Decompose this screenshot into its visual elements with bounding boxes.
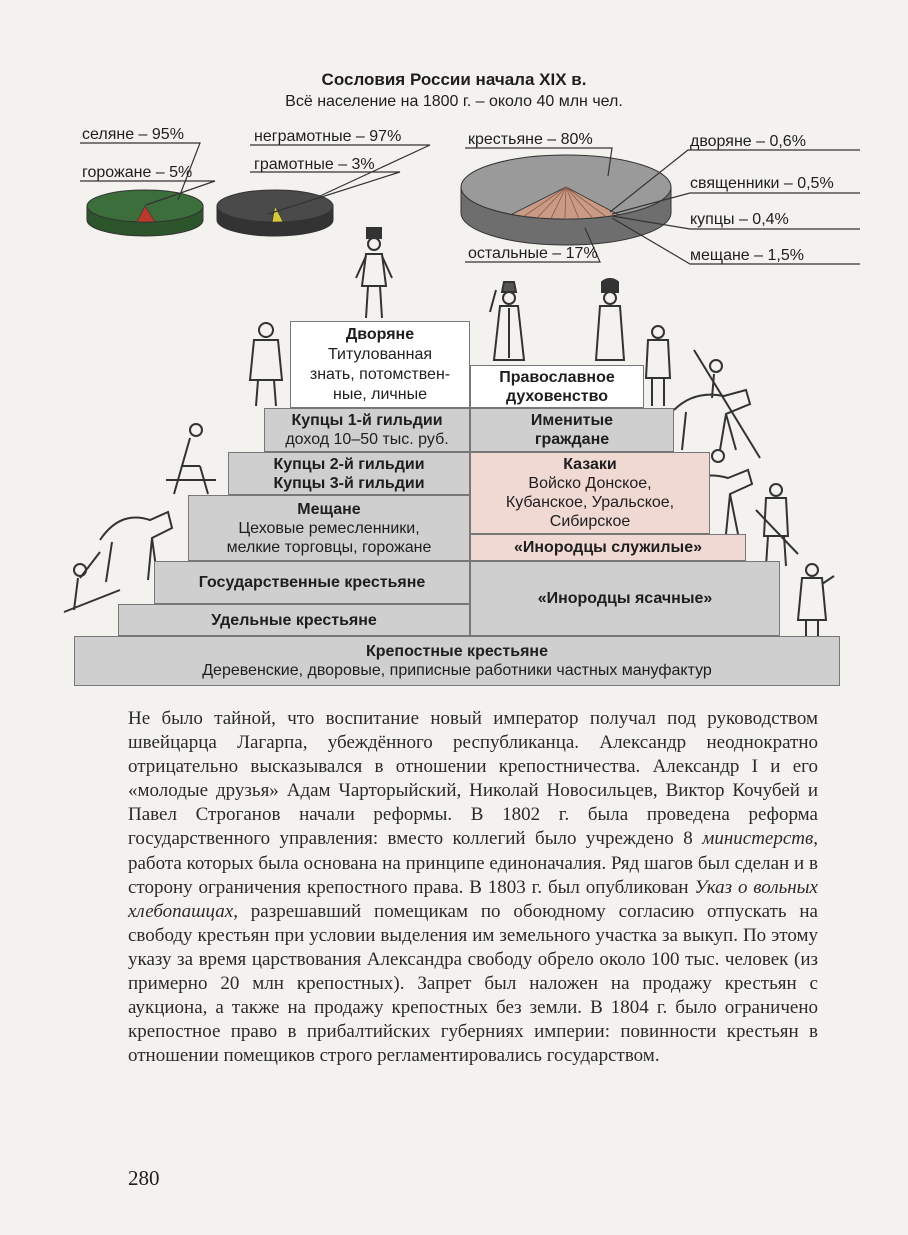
meshchane-line1: Цеховые ремесленники, xyxy=(238,519,420,537)
block-honorary-citizens: Именитые граждане xyxy=(470,408,674,452)
block-state-peasants: Государственные крестьяне xyxy=(154,561,470,604)
label-others: остальные – 17% xyxy=(468,245,598,262)
term-ministries: министерств xyxy=(702,828,814,850)
pie-slice-others-stripes xyxy=(523,186,607,220)
body-text-part-1: Не было тайной, что воспитание новый имп… xyxy=(128,708,818,850)
merchants1-detail: доход 10–50 тыс. руб. xyxy=(285,431,449,448)
pie-slice-literate xyxy=(271,205,284,223)
nobles-title: Дворяне xyxy=(345,325,415,343)
label-merchants: купцы – 0,4% xyxy=(690,211,789,228)
state-peasants-label: Государственные крестьяне xyxy=(198,574,426,591)
pie-slice-urban xyxy=(136,205,156,223)
chart-subtitle: Всё население на 1800 г. – около 40 млн … xyxy=(285,93,623,110)
honorary-line1: Именитые xyxy=(530,412,614,429)
meshchane-line2: мелкие торговцы, горожане xyxy=(226,538,432,556)
noble-figure-icon xyxy=(355,227,393,319)
page-number: 280 xyxy=(128,1166,160,1190)
label-literate: грамотные – 3% xyxy=(254,156,375,173)
cossacks-line3: Сибирское xyxy=(549,513,631,530)
body-text: Не было тайной, что воспитание новый имп… xyxy=(128,707,818,1068)
cossack-rider-icon xyxy=(673,349,761,459)
craftsman-figure-icon xyxy=(166,423,216,495)
nobles-line1: Титулованная xyxy=(327,345,433,363)
serfs-detail: Деревенские, дворовые, приписные работни… xyxy=(202,662,712,679)
label-illiterate: неграмотные – 97% xyxy=(254,128,402,145)
body-text-part-5: , разрешавший помещикам по обоюдному сог… xyxy=(128,900,818,1067)
meshchane-title: Мещане xyxy=(297,500,361,518)
block-cossacks: Казаки Войско Донское, Кубанское, Уральс… xyxy=(470,452,710,534)
honorary-line2: граждане xyxy=(534,431,610,448)
label-nobles: дворяне – 0,6% xyxy=(690,133,806,150)
label-clergy: священники – 0,5% xyxy=(690,175,834,192)
cossacks-title: Казаки xyxy=(563,456,617,473)
pie-estates xyxy=(460,154,672,246)
pie-settlement xyxy=(86,189,204,237)
block-merchants-2-3: Купцы 2-й гильдии Купцы 3-й гильдии xyxy=(228,452,470,495)
monk-figure-icon xyxy=(594,278,626,361)
term-free-farmers-decree: Указ о вольных хлебопашцах xyxy=(128,876,818,922)
block-meshchane: Мещане Цеховые ремесленники, мелкие торг… xyxy=(188,495,470,561)
body-paragraph: Не было тайной, что воспитание новый имп… xyxy=(128,707,818,1068)
label-rural: селяне – 95% xyxy=(82,126,184,143)
block-inorodtsy-service: «Инородцы служилые» xyxy=(470,534,746,561)
block-serfs: Крепостные крестьяне Деревенские, дворов… xyxy=(74,636,840,686)
chart-title: Сословия России начала XIX в. xyxy=(321,70,587,89)
block-appanage-peasants: Удельные крестьяне xyxy=(118,604,470,636)
clergy-line2: духовенство xyxy=(505,387,609,405)
cossacks-line2: Кубанское, Уральское, xyxy=(505,494,675,511)
cossacks-line1: Войско Донское, xyxy=(528,475,652,492)
pie-charts xyxy=(80,142,860,265)
label-peasants: крестьяне – 80% xyxy=(468,131,593,148)
merchants1-title: Купцы 1-й гильдии xyxy=(291,412,443,429)
hunter-figure-icon xyxy=(755,483,799,567)
inorodtsy-yasak-label: «Инородцы ясачные» xyxy=(537,590,713,607)
appanage-peasants-label: Удельные крестьяне xyxy=(211,611,377,629)
native-figure-icon xyxy=(796,563,835,638)
serfs-title: Крепостные крестьяне xyxy=(365,643,548,660)
clergy-line1: Православное xyxy=(499,368,615,386)
priest-figure-icon xyxy=(489,281,526,361)
label-urban: горожане – 5% xyxy=(82,164,193,181)
block-merchants-1: Купцы 1-й гильдии доход 10–50 тыс. руб. xyxy=(264,408,470,452)
block-nobles: Дворяне Титулованная знать, потомствен- … xyxy=(290,321,470,408)
nobles-line2: знать, потомствен- xyxy=(309,365,451,383)
inorodtsy-service-label: «Инородцы служилые» xyxy=(513,539,703,556)
leader-lines xyxy=(80,142,860,265)
merchants23-line1: Купцы 2-й гильдии xyxy=(273,455,425,473)
body-text-part-3: , работа которых была основана на принци… xyxy=(128,828,818,898)
merchant-figure-icon xyxy=(248,322,284,407)
townsman-figure-icon xyxy=(644,325,672,406)
pie-literacy xyxy=(216,189,334,237)
block-inorodtsy-yasak: «Инородцы ясачные» xyxy=(470,561,780,636)
label-townsfolk: мещане – 1,5% xyxy=(690,247,804,264)
block-clergy: Православное духовенство xyxy=(470,365,644,408)
merchants23-line2: Купцы 3-й гильдии xyxy=(273,474,425,492)
nobles-line3: ные, личные xyxy=(333,385,427,403)
